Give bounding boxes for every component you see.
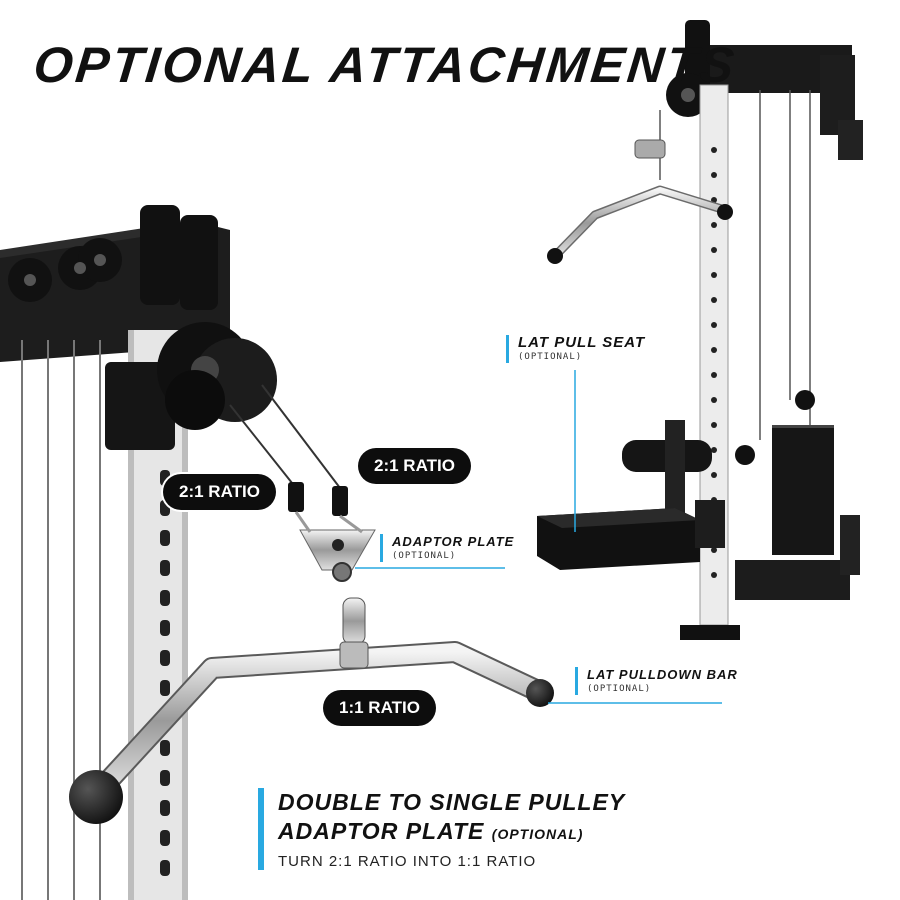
adaptor-plate-part (294, 511, 376, 582)
feature-line2-wrap: ADAPTOR PLATE (OPTIONAL) (278, 817, 625, 849)
callout-lat-pulldown-bar-sub: (OPTIONAL) (587, 684, 652, 694)
callout-lat-pull-seat-sub: (OPTIONAL) (518, 352, 583, 362)
feature-caption: DOUBLE TO SINGLE PULLEY ADAPTOR PLATE (O… (258, 788, 625, 870)
feature-optional: (OPTIONAL) (491, 826, 584, 842)
callout-lat-pull-seat-name: LAT PULL SEAT (518, 334, 646, 351)
callout-adaptor-plate: ADAPTOR PLATE (OPTIONAL) (380, 534, 514, 562)
ratio-badge-bottom: 1:1 RATIO (323, 690, 436, 726)
ratio-badge-center: 2:1 RATIO (358, 448, 471, 484)
callout-adaptor-plate-name: ADAPTOR PLATE (392, 534, 515, 549)
feature-line1: DOUBLE TO SINGLE PULLEY (278, 789, 626, 815)
feature-line2: ADAPTOR PLATE (278, 818, 485, 844)
lat-bar-closeup (69, 641, 554, 824)
callout-lat-pulldown-bar: LAT PULLDOWN BAR (OPTIONAL) (575, 667, 738, 695)
feature-description: TURN 2:1 RATIO INTO 1:1 RATIO (278, 853, 537, 870)
left-rack-closeup (0, 205, 554, 900)
callout-leaders (355, 370, 722, 704)
callout-adaptor-plate-sub: (OPTIONAL) (392, 551, 457, 561)
callout-lat-pull-seat: LAT PULL SEAT (OPTIONAL) (506, 335, 645, 363)
right-rack-full (537, 20, 863, 640)
page-title: OPTIONAL ATTACHMENTS (31, 37, 740, 93)
ratio-badge-left: 2:1 RATIO (163, 474, 276, 510)
lat-pull-seat-part (537, 420, 725, 570)
callout-lat-pulldown-bar-name: LAT PULLDOWN BAR (587, 667, 738, 682)
